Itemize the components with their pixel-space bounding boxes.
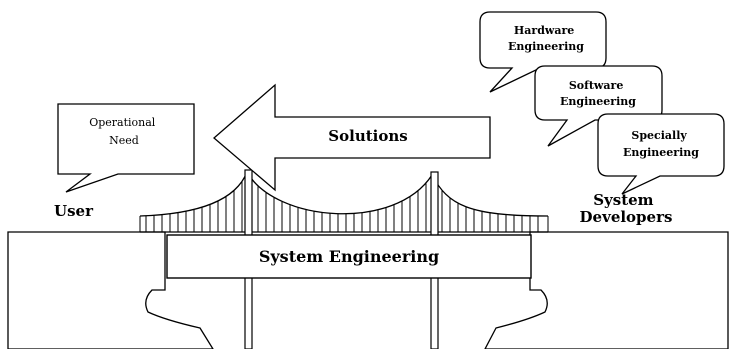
- right-cliff: [484, 231, 729, 349]
- software-engineering-callout: [534, 65, 663, 147]
- left-cliff: [7, 231, 214, 349]
- system-engineering-label: System Engineering: [259, 247, 439, 266]
- operational-need-callout: [57, 103, 195, 193]
- specialty-engineering-label: Specially Engineering: [623, 129, 699, 159]
- user-label: User: [54, 202, 94, 220]
- operational-need-label: Operational Need: [89, 116, 159, 147]
- solutions-label: Solutions: [328, 127, 407, 145]
- specialty-engineering-callout: [597, 113, 725, 195]
- software-engineering-label: Software Engineering: [560, 79, 636, 108]
- system-developers-label: System Developers: [580, 191, 673, 226]
- system-engineering-box: [166, 234, 532, 279]
- bridge-hangers: [145, 181, 539, 232]
- suspension-cable: [139, 170, 549, 217]
- solutions-arrow: [213, 83, 491, 192]
- hardware-engineering-label: Hardware Engineering: [508, 24, 584, 53]
- hardware-engineering-callout: [479, 11, 607, 93]
